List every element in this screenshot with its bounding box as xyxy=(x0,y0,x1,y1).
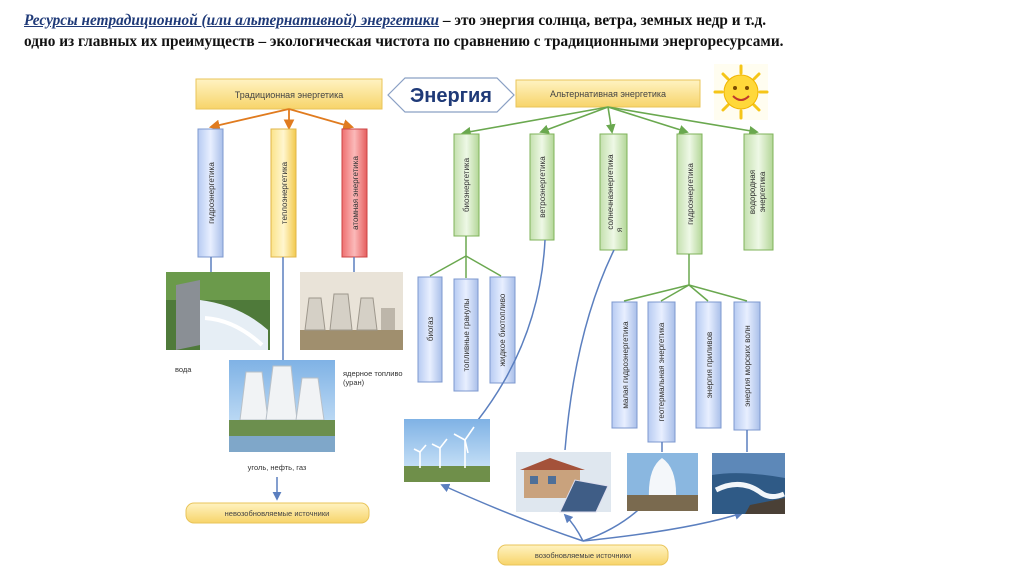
bio-box xyxy=(453,133,480,237)
nonrenewable-sources-label: невозобновляемые источники xyxy=(225,509,330,518)
biofuel-label: жидкое биотопливо xyxy=(498,293,507,366)
atomic-box xyxy=(341,128,368,258)
hydrogen-label-2: энергетика xyxy=(758,171,767,212)
hydro-traditional-label: гидроэнергетика xyxy=(207,162,216,224)
renewable-sources-label: возобновляемые источники xyxy=(535,551,631,560)
header-line-2: одно из главных их преимуществ – экологи… xyxy=(24,33,784,50)
hydro-alt-label: гидроэнергетика xyxy=(686,163,695,225)
solar-label: солнечнаэнергетика xyxy=(606,154,615,230)
solar-panel-photo xyxy=(516,452,611,513)
alternative-energy-label: Альтернативная энергетика xyxy=(550,89,666,99)
small-hydro-box xyxy=(611,301,638,429)
thermal-label: теплоэнергетика xyxy=(280,161,289,224)
thermal-plant-photo xyxy=(229,360,335,452)
biofuel-box xyxy=(489,276,516,384)
nonrenewable-sources-box xyxy=(185,502,370,524)
thermal-box xyxy=(270,128,297,258)
traditional-energy-label: Традиционная энергетика xyxy=(235,90,343,100)
energy-title: Энергия xyxy=(410,85,492,107)
traditional-energy-box xyxy=(195,78,383,110)
energy-double-arrow: Энергия xyxy=(387,77,515,113)
biogas-box xyxy=(417,276,443,383)
wind-turbines-photo xyxy=(404,419,490,482)
nuclear-fuel-caption: ядерное топливо xyxy=(343,369,403,378)
wind-label: ветроэнергетика xyxy=(538,156,547,218)
hydrogen-label: водородная xyxy=(748,170,757,214)
solar-label-2: я xyxy=(615,228,624,232)
geothermal-label: геотермальная энергетика xyxy=(657,322,666,421)
slide-header: Ресурсы нетрадиционной (или альтернативн… xyxy=(24,10,1014,52)
tidal-label: энергия приливов xyxy=(705,332,714,399)
tidal-box xyxy=(695,301,722,429)
small-hydro-label: малая гидроэнергетика xyxy=(621,321,630,409)
hydro-alt-box xyxy=(676,133,703,255)
geyser-photo xyxy=(627,453,698,511)
pellets-box xyxy=(453,278,479,392)
sun-icon xyxy=(713,64,769,120)
dam-photo xyxy=(166,272,270,350)
wind-box xyxy=(529,133,555,241)
solar-box xyxy=(599,133,628,251)
sea-waves-photo xyxy=(712,453,785,514)
nuclear-fuel-caption-2: (уран) xyxy=(343,378,365,387)
pellets-label: топливные гранулы xyxy=(462,298,471,371)
fossil-caption: уголь, нефть, газ xyxy=(248,463,307,472)
water-caption: вода xyxy=(175,365,192,374)
waves-box xyxy=(733,301,761,431)
nuclear-plant-photo xyxy=(300,272,403,350)
waves-label: энергия морских волн xyxy=(743,325,752,406)
header-definition: – это энергия солнца, ветра, земных недр… xyxy=(439,12,767,29)
bio-label: биоэнергетика xyxy=(462,157,471,212)
atomic-label: атомная энергетика xyxy=(351,156,360,230)
header-term: Ресурсы нетрадиционной (или альтернативн… xyxy=(24,12,440,29)
renewable-sources-box xyxy=(497,544,669,566)
biogas-label: биогаз xyxy=(426,317,435,342)
hydrogen-box xyxy=(743,133,774,251)
geothermal-box xyxy=(647,301,676,443)
